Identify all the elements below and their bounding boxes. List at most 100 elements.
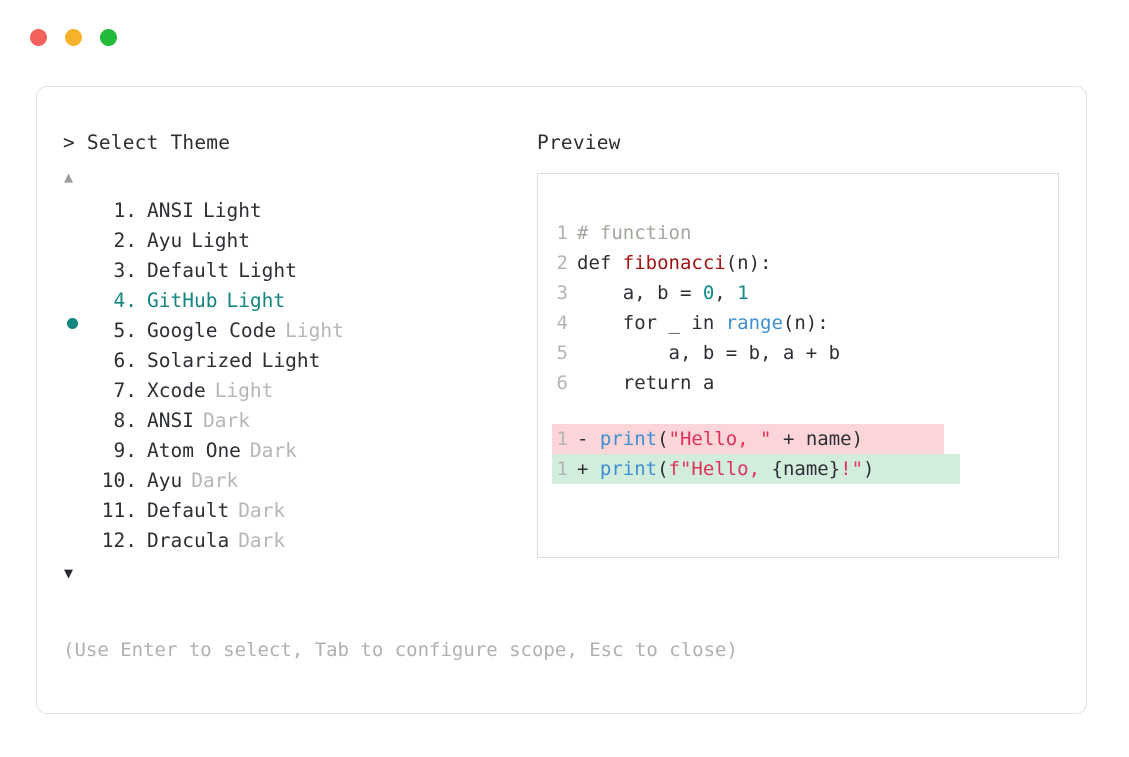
theme-item-variant: Light: [238, 259, 297, 282]
code-line: 5 a, b = b, a + b: [538, 338, 1058, 368]
line-number: 1: [556, 222, 568, 244]
diff-code-line: 1 - print("Hello, " + name): [538, 424, 1058, 454]
maximize-window-button[interactable]: [100, 29, 117, 46]
code-line: 1 # function: [538, 218, 1058, 248]
line-number: 5: [556, 342, 568, 364]
code-token-plain: {name}: [771, 458, 841, 480]
code-token-num: 1: [737, 282, 749, 304]
theme-item-index: 11.: [101, 499, 137, 522]
theme-item-name: Google Code: [147, 319, 277, 342]
theme-item-variant: Light: [261, 349, 321, 372]
line-number: 3: [556, 282, 568, 304]
code-token-plain: ,: [714, 282, 738, 304]
line-number: 2: [556, 252, 568, 274]
code-token-plain: (n):: [725, 252, 772, 274]
theme-item-name: Atom One: [147, 439, 241, 462]
code-token-fn: fibonacci: [622, 252, 726, 274]
code-token-plain: + name): [771, 428, 864, 450]
diff-highlight: [552, 424, 944, 454]
selection-dot-icon: [67, 318, 78, 329]
code-token-plain: (n):: [782, 312, 829, 334]
theme-item-index: 10.: [101, 469, 137, 492]
theme-list-item[interactable]: 9. Atom One Dark: [63, 436, 533, 466]
theme-item-index: 12.: [101, 529, 137, 552]
code-text: a, b = 0, 1: [577, 278, 749, 308]
theme-list-item[interactable]: 6. Solarized Light: [63, 346, 533, 376]
diff-block: 1- print("Hello, " + name)1+ print(f"Hel…: [538, 424, 1058, 484]
theme-item-name: Xcode: [147, 379, 206, 402]
keyboard-hint: (Use Enter to select, Tab to configure s…: [63, 639, 738, 661]
theme-item-name: ANSI: [147, 409, 194, 432]
theme-list-item[interactable]: 1. ANSI Light: [63, 196, 533, 226]
theme-item-index: 2.: [113, 229, 137, 252]
theme-item-variant: Dark: [249, 439, 297, 462]
theme-list-item[interactable]: 5. Google Code Light: [63, 316, 533, 346]
code-line: 3 a, b = 0, 1: [538, 278, 1058, 308]
theme-item-variant: Light: [226, 289, 286, 312]
code-line: 6 return a: [538, 368, 1058, 398]
theme-list-item[interactable]: 2. Ayu Light: [63, 226, 533, 256]
code-text: return a: [577, 368, 715, 398]
code-spacer: [538, 398, 1058, 424]
line-number: 1: [556, 428, 568, 450]
theme-item-variant: Light: [285, 319, 344, 342]
theme-item-name: GitHub: [147, 289, 218, 312]
code-text: for _ in range(n):: [577, 308, 829, 338]
code-token-builtin: print: [599, 458, 658, 480]
minimize-window-button[interactable]: [65, 29, 82, 46]
select-theme-prompt: > Select Theme: [63, 131, 231, 154]
code-token-builtin: range: [725, 312, 783, 334]
line-number: 4: [556, 312, 568, 334]
preview-title: Preview: [537, 131, 621, 154]
code-token-builtin: print: [599, 428, 658, 450]
theme-item-name: ANSI: [147, 199, 194, 222]
theme-item-variant: Dark: [202, 409, 250, 432]
code-token-comment: # function: [577, 222, 692, 244]
diff-highlight: [552, 454, 960, 484]
scroll-down-icon[interactable]: ▼: [64, 564, 74, 582]
line-number: 1: [556, 458, 568, 480]
theme-item-variant: Dark: [191, 469, 239, 492]
theme-item-name: Ayu: [147, 229, 183, 252]
code-line: 2 def fibonacci(n):: [538, 248, 1058, 278]
code-text: # function: [577, 218, 691, 248]
theme-item-name: Default: [147, 499, 230, 522]
code-text: - print("Hello, " + name): [577, 424, 863, 454]
theme-item-name: Solarized: [147, 349, 253, 372]
theme-item-index: 1.: [113, 199, 137, 222]
code-token-plain: (: [657, 428, 669, 450]
theme-item-index: 9.: [113, 439, 137, 462]
code-line: 4 for _ in range(n):: [538, 308, 1058, 338]
code-token-plain: (: [657, 458, 669, 480]
code-token-num: 0: [702, 282, 715, 304]
close-window-button[interactable]: [30, 29, 47, 46]
code-token-str: !": [840, 458, 864, 480]
line-number: 6: [556, 372, 568, 394]
theme-item-name: Dracula: [147, 529, 230, 552]
scroll-up-icon[interactable]: ▲: [64, 168, 74, 186]
theme-item-variant: Light: [202, 199, 262, 222]
code-text: + print(f"Hello, {name}!"): [577, 454, 874, 484]
theme-item-index: 5.: [113, 319, 137, 342]
theme-item-index: 7.: [113, 379, 137, 402]
code-text: def fibonacci(n):: [577, 248, 771, 278]
theme-item-index: 3.: [113, 259, 137, 282]
code-token-str: f"Hello,: [668, 458, 772, 480]
theme-item-variant: Light: [191, 229, 250, 252]
theme-item-index: 6.: [113, 349, 137, 372]
code-token-marker: +: [577, 458, 600, 480]
code-token-str: "Hello, ": [668, 428, 772, 450]
window-traffic-lights: [30, 29, 117, 46]
